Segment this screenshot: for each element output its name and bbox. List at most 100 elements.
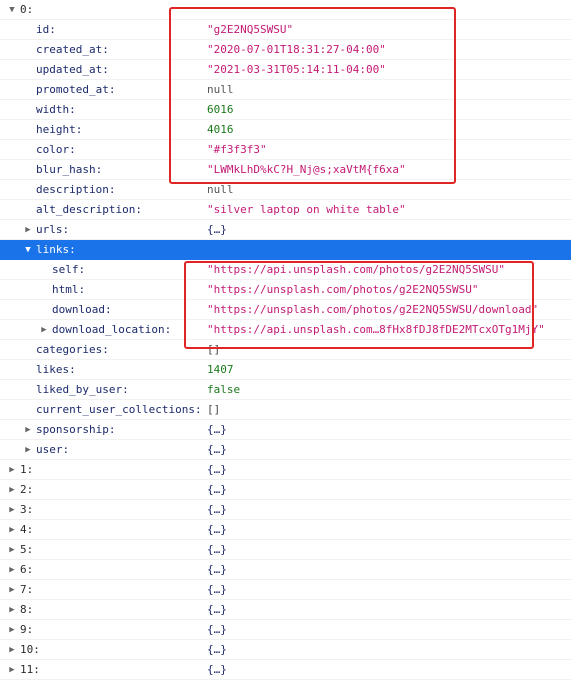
tree-row-item-3[interactable]: ▶ 3: {…} bbox=[0, 500, 571, 520]
tree-value: {…} bbox=[207, 503, 227, 516]
tree-row-color[interactable]: color: "#f3f3f3" bbox=[0, 140, 571, 160]
tree-row-height[interactable]: height: 4016 bbox=[0, 120, 571, 140]
tree-key: html: bbox=[52, 283, 86, 296]
tree-row-item-9[interactable]: ▶ 9: {…} bbox=[0, 620, 571, 640]
triangle-down-icon[interactable]: ▼ bbox=[9, 5, 15, 15]
tree-key: 10: bbox=[20, 643, 40, 656]
tree-key: 2: bbox=[20, 483, 34, 496]
tree-row-alt-description[interactable]: alt_description: "silver laptop on white… bbox=[0, 200, 571, 220]
tree-key: liked_by_user: bbox=[36, 383, 129, 396]
tree-key: 5: bbox=[20, 543, 34, 556]
tree-value: false bbox=[207, 383, 241, 396]
tree-row-links-download-location[interactable]: ▶ download_location: "https://api.unspla… bbox=[0, 320, 571, 340]
tree-key: 0: bbox=[20, 3, 34, 16]
tree-key: 6: bbox=[20, 563, 34, 576]
tree-row-item-1[interactable]: ▶ 1: {…} bbox=[0, 460, 571, 480]
tree-key: id: bbox=[36, 23, 56, 36]
tree-key: height: bbox=[36, 123, 83, 136]
triangle-right-icon[interactable]: ▶ bbox=[9, 505, 15, 515]
tree-value: 6016 bbox=[207, 103, 234, 116]
triangle-right-icon[interactable]: ▶ bbox=[9, 485, 15, 495]
tree-row-item-10[interactable]: ▶ 10: {…} bbox=[0, 640, 571, 660]
tree-value: "silver laptop on white table" bbox=[207, 203, 406, 216]
tree-key: updated_at: bbox=[36, 63, 109, 76]
tree-row-urls[interactable]: ▶ urls: {…} bbox=[0, 220, 571, 240]
tree-row-liked-by-user[interactable]: liked_by_user: false bbox=[0, 380, 571, 400]
tree-row-blur-hash[interactable]: blur_hash: "LWMkLhD%kC?H_Nj@s;xaVtM{f6xa… bbox=[0, 160, 571, 180]
tree-key: alt_description: bbox=[36, 203, 142, 216]
tree-value: "LWMkLhD%kC?H_Nj@s;xaVtM{f6xa" bbox=[207, 163, 406, 176]
triangle-right-icon[interactable]: ▶ bbox=[9, 525, 15, 535]
tree-value: [] bbox=[207, 403, 221, 416]
tree-key: color: bbox=[36, 143, 76, 156]
tree-row-user[interactable]: ▶ user: {…} bbox=[0, 440, 571, 460]
tree-row-item-8[interactable]: ▶ 8: {…} bbox=[0, 600, 571, 620]
tree-row-description[interactable]: description: null bbox=[0, 180, 571, 200]
triangle-right-icon[interactable]: ▶ bbox=[25, 445, 31, 455]
triangle-right-icon[interactable]: ▶ bbox=[9, 645, 15, 655]
tree-value: "https://unsplash.com/photos/g2E2NQ5SWSU… bbox=[207, 283, 479, 296]
tree-key: 8: bbox=[20, 603, 34, 616]
tree-row-updated-at[interactable]: updated_at: "2021-03-31T05:14:11-04:00" bbox=[0, 60, 571, 80]
tree-row-width[interactable]: width: 6016 bbox=[0, 100, 571, 120]
triangle-right-icon[interactable]: ▶ bbox=[9, 665, 15, 675]
tree-row-likes[interactable]: likes: 1407 bbox=[0, 360, 571, 380]
tree-row-item-5[interactable]: ▶ 5: {…} bbox=[0, 540, 571, 560]
tree-key: promoted_at: bbox=[36, 83, 116, 96]
tree-value: {…} bbox=[207, 583, 227, 596]
tree-key: download: bbox=[52, 303, 112, 316]
tree-key: urls: bbox=[36, 223, 70, 236]
tree-value: {…} bbox=[207, 483, 227, 496]
triangle-right-icon[interactable]: ▶ bbox=[9, 585, 15, 595]
triangle-right-icon[interactable]: ▶ bbox=[9, 625, 15, 635]
tree-value: {…} bbox=[207, 623, 227, 636]
tree-value: "2021-03-31T05:14:11-04:00" bbox=[207, 63, 386, 76]
tree-key: sponsorship: bbox=[36, 423, 116, 436]
tree-row-item-11[interactable]: ▶ 11: {…} bbox=[0, 660, 571, 680]
tree-row-created-at[interactable]: created_at: "2020-07-01T18:31:27-04:00" bbox=[0, 40, 571, 60]
tree-value: 1407 bbox=[207, 363, 234, 376]
tree-row-item-2[interactable]: ▶ 2: {…} bbox=[0, 480, 571, 500]
tree-key: user: bbox=[36, 443, 70, 456]
tree-value: "2020-07-01T18:31:27-04:00" bbox=[207, 43, 386, 56]
tree-row-item-6[interactable]: ▶ 6: {…} bbox=[0, 560, 571, 580]
tree-row-item-7[interactable]: ▶ 7: {…} bbox=[0, 580, 571, 600]
tree-key: 4: bbox=[20, 523, 34, 536]
triangle-right-icon[interactable]: ▶ bbox=[25, 425, 31, 435]
tree-row-item-4[interactable]: ▶ 4: {…} bbox=[0, 520, 571, 540]
tree-value: "https://api.unsplash.com…8fHx8fDJ8fDE2M… bbox=[207, 323, 545, 336]
tree-key: blur_hash: bbox=[36, 163, 103, 176]
tree-row-promoted-at[interactable]: promoted_at: null bbox=[0, 80, 571, 100]
tree-value: {…} bbox=[207, 423, 227, 436]
tree-row-links-download[interactable]: download: "https://unsplash.com/photos/g… bbox=[0, 300, 571, 320]
tree-row-0[interactable]: ▼ 0: bbox=[0, 0, 571, 20]
tree-key: 9: bbox=[20, 623, 34, 636]
tree-value: {…} bbox=[207, 543, 227, 556]
tree-value: "https://unsplash.com/photos/g2E2NQ5SWSU… bbox=[207, 303, 539, 316]
tree-key: created_at: bbox=[36, 43, 109, 56]
tree-row-links[interactable]: ▼ links: bbox=[0, 240, 571, 260]
tree-key: self: bbox=[52, 263, 86, 276]
tree-key: 3: bbox=[20, 503, 34, 516]
tree-value: [] bbox=[207, 343, 221, 356]
tree-value: {…} bbox=[207, 443, 227, 456]
triangle-right-icon[interactable]: ▶ bbox=[9, 565, 15, 575]
triangle-right-icon[interactable]: ▶ bbox=[9, 605, 15, 615]
triangle-down-icon[interactable]: ▼ bbox=[25, 245, 31, 255]
tree-value: {…} bbox=[207, 523, 227, 536]
tree-key: links: bbox=[36, 243, 76, 256]
triangle-right-icon[interactable]: ▶ bbox=[25, 225, 31, 235]
triangle-right-icon[interactable]: ▶ bbox=[9, 545, 15, 555]
triangle-right-icon[interactable]: ▶ bbox=[9, 465, 15, 475]
tree-row-current-user-collections[interactable]: current_user_collections: [] bbox=[0, 400, 571, 420]
tree-value: {…} bbox=[207, 643, 227, 656]
tree-row-sponsorship[interactable]: ▶ sponsorship: {…} bbox=[0, 420, 571, 440]
tree-row-categories[interactable]: categories: [] bbox=[0, 340, 571, 360]
tree-row-id[interactable]: id: "g2E2NQ5SWSU" bbox=[0, 20, 571, 40]
tree-row-links-html[interactable]: html: "https://unsplash.com/photos/g2E2N… bbox=[0, 280, 571, 300]
tree-value: 4016 bbox=[207, 123, 234, 136]
tree-key: 7: bbox=[20, 583, 34, 596]
triangle-right-icon[interactable]: ▶ bbox=[41, 325, 47, 335]
tree-row-links-self[interactable]: self: "https://api.unsplash.com/photos/g… bbox=[0, 260, 571, 280]
